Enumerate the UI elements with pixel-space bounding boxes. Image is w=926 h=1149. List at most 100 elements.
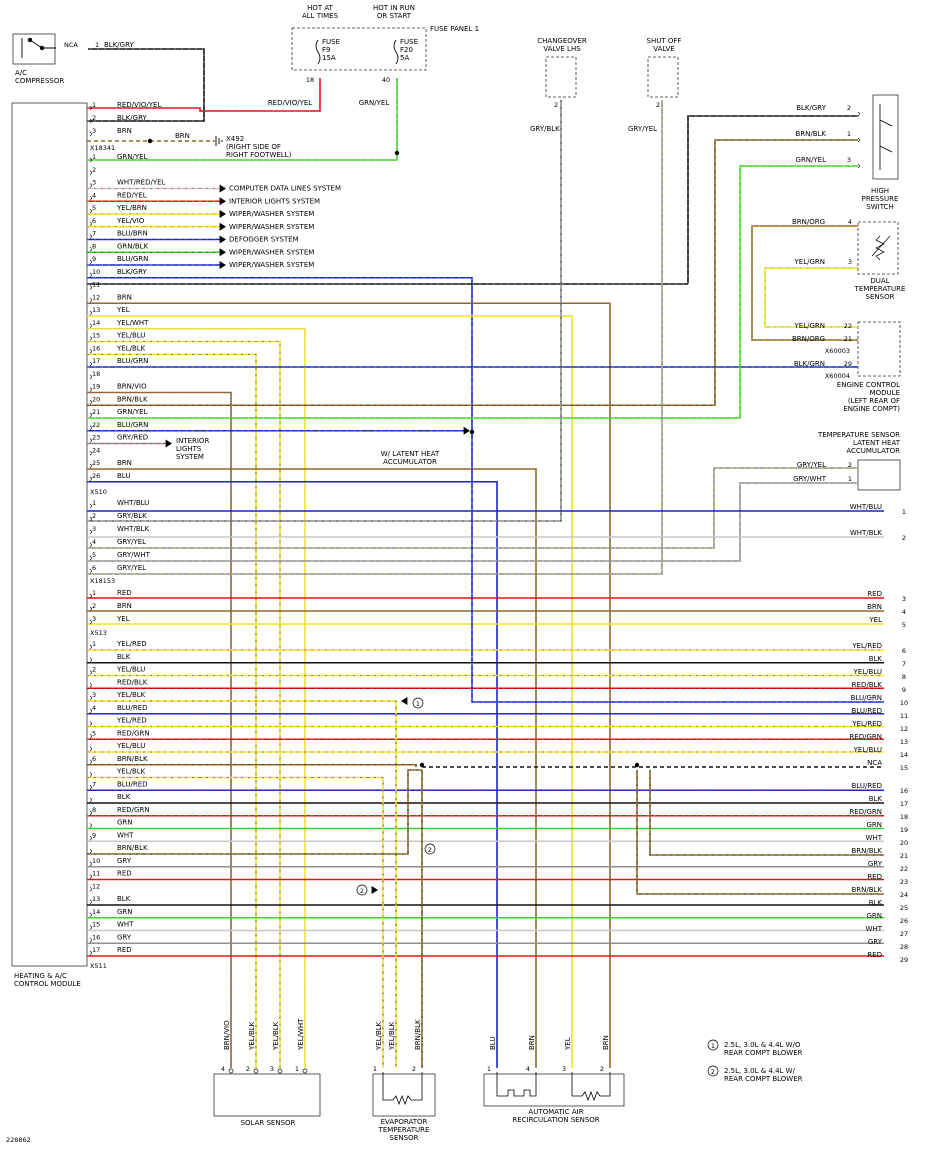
- pin-mark: [857, 163, 860, 169]
- terminal-number: 17: [900, 800, 908, 808]
- wire-brn: [87, 468, 537, 1068]
- wire-label: WHT/BLK: [117, 525, 150, 533]
- pin-mark: [89, 861, 92, 867]
- pin-number: 5: [92, 729, 96, 737]
- wire-blu: [87, 480, 498, 1068]
- pin-number: 14: [92, 319, 100, 327]
- ac-compressor-label: A/C: [15, 69, 27, 77]
- wire-label: GRN/YEL: [117, 408, 148, 416]
- hot-all-times-label: HOT AT: [307, 4, 334, 12]
- pin-mark: [89, 297, 92, 303]
- pin-mark: [89, 450, 92, 456]
- pin-mark: [89, 835, 92, 841]
- pin-mark: [89, 568, 92, 574]
- ac-compressor-label: COMPRESSOR: [15, 77, 64, 85]
- pin-mark: [89, 183, 92, 188]
- system-arrow-label: COMPUTER DATA LINES SYSTEM: [229, 185, 341, 193]
- pin-mark: [89, 234, 92, 239]
- auto-air-pin: 4: [526, 1065, 530, 1073]
- x60004-label: X60004: [825, 372, 850, 380]
- pin-number: 9: [92, 255, 96, 263]
- terminal-label: BLK: [869, 655, 883, 663]
- auto-air-pin: 1: [487, 1065, 491, 1073]
- pin-mark: [89, 425, 92, 431]
- pin-number: 23: [92, 434, 100, 442]
- latent-pin: 1: [848, 475, 852, 483]
- terminal-label: YEL: [868, 616, 882, 624]
- wire-gry-wht: [87, 482, 858, 562]
- pin-number: 2: [92, 114, 96, 122]
- arrow-head: [219, 235, 226, 244]
- pin-number: 19: [92, 383, 100, 391]
- terminal-label: WHT: [866, 925, 883, 933]
- pin-mark: [89, 285, 92, 290]
- terminal-number: 21: [900, 852, 908, 860]
- wire-label: BRN/BLK: [117, 395, 148, 403]
- terminal-label: GRY: [868, 860, 883, 868]
- ac-compressor-box: [12, 33, 56, 65]
- wire-brn-vio: [87, 391, 232, 1068]
- evap-sensor-label: EVAPORATOR: [381, 1118, 428, 1126]
- control-module-label: HEATING & A/C: [14, 972, 67, 980]
- pin-mark: [89, 361, 92, 367]
- terminal-label: YEL/BLU: [853, 668, 882, 676]
- wire-tracer: [87, 78, 321, 112]
- pin-mark: [89, 272, 92, 278]
- dual-temp-pin: 4: [848, 218, 852, 226]
- note-callout: [707, 1065, 719, 1077]
- ac-wire-label: BLK/GRY: [104, 41, 134, 49]
- wire-label: BLU/RED: [117, 704, 148, 712]
- pin-mark: [89, 310, 92, 316]
- evap-wire-label: YEL/BLK: [388, 1021, 396, 1051]
- wires: [87, 48, 884, 1068]
- pin-mark: [89, 721, 92, 726]
- ecm-label: (LEFT REAR OF: [848, 397, 900, 405]
- arrow-head: [219, 222, 226, 231]
- wire-label: GRN/YEL: [117, 153, 148, 161]
- pin-mark: [89, 695, 92, 701]
- pin-number: 9: [92, 831, 96, 839]
- wire-tracer: [751, 225, 858, 341]
- pin-number: 15: [92, 332, 100, 340]
- x60003-label: X60003: [825, 347, 850, 355]
- wire-label: WHT/BLU: [117, 499, 149, 507]
- pin-mark: [857, 137, 860, 143]
- pin-mark: [89, 208, 92, 214]
- callout-circle: [356, 884, 368, 896]
- pin-number: 7: [92, 230, 96, 238]
- system-arrow-label: DEFOGGER SYSTEM: [229, 236, 299, 244]
- system-arrow-label: WIPER/WASHER SYSTEM: [229, 248, 314, 256]
- wire-tracer: [687, 115, 858, 284]
- terminal-number: 16: [900, 787, 908, 795]
- evap-wire-label: BRN/BLK: [414, 1019, 422, 1050]
- auto-air-box: [483, 1073, 625, 1107]
- wire-label: BRN: [117, 459, 132, 467]
- note-callout: [707, 1039, 719, 1051]
- pin-mark: [89, 195, 92, 201]
- pin-number: 1: [92, 101, 96, 109]
- pin-number: 10: [92, 857, 100, 865]
- ecm-pin: 21: [844, 335, 852, 343]
- terminal-number: 19: [900, 826, 908, 834]
- wire-label: WHT/RED/YEL: [117, 179, 166, 187]
- pin-number: 7: [92, 780, 96, 788]
- pin-mark: [89, 412, 92, 418]
- control-module-label: CONTROL MODULE: [14, 980, 81, 988]
- terminal-label: BLK: [869, 795, 883, 803]
- wire-yel: [87, 315, 573, 1068]
- pin-mark: [89, 593, 92, 599]
- wire-label: YEL/BRN: [116, 204, 147, 212]
- solar-pin: 4: [221, 1065, 225, 1073]
- auto-air-label: RECIRCULATION SENSOR: [512, 1116, 599, 1124]
- note-callout-number: 2: [711, 1068, 715, 1076]
- pin-mark: [89, 105, 92, 111]
- pin-number: 1: [92, 589, 96, 597]
- terminal-number: 8: [902, 673, 906, 681]
- hp-wire-label: BLK/GRY: [796, 104, 826, 112]
- solar-pin-mark: [253, 1068, 259, 1074]
- wire-label: GRY/WHT: [117, 551, 151, 559]
- wire-label: BLU/GRN: [117, 357, 148, 365]
- pin-number: 5: [92, 551, 96, 559]
- wire-label: BLU/RED: [117, 780, 148, 788]
